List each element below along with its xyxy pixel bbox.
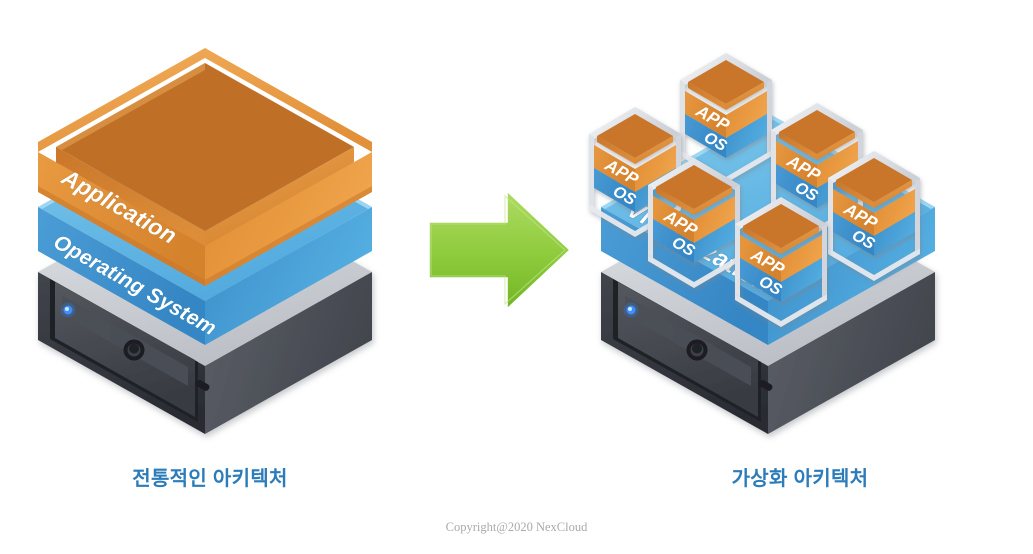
vm-box: APP OS bbox=[589, 107, 681, 237]
copyright-footer: Copyright@2020 NexCloud bbox=[445, 520, 588, 534]
vm-box: APP OS bbox=[648, 158, 740, 288]
vm-box: APP OS bbox=[680, 53, 772, 183]
caption-traditional-architecture: 전통적인 아키텍처 bbox=[132, 468, 288, 490]
transition-arrow bbox=[428, 189, 572, 311]
caption-virtualization-architecture: 가상화 아키텍처 bbox=[731, 468, 869, 490]
virtualization-architecture-stack: Virtualization APP OS APP OS APP OS bbox=[589, 53, 935, 434]
traditional-architecture-stack: Operating System Application bbox=[38, 48, 372, 434]
